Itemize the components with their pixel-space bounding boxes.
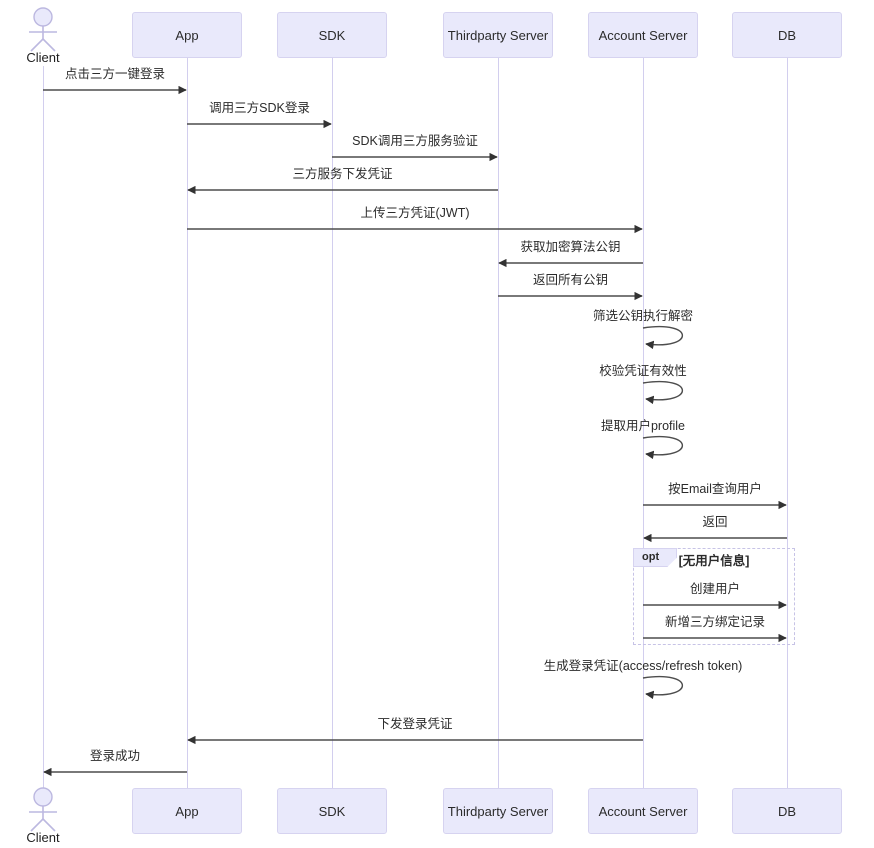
lifeline-db [786, 58, 788, 788]
message-label: 获取加密算法公钥 [520, 240, 621, 254]
opt-fragment [633, 548, 795, 645]
self-message-arrow [642, 381, 684, 405]
person-icon [29, 787, 57, 832]
participant-app-bottom: App [132, 788, 242, 834]
participant-tp-top: Thirdparty Server [443, 12, 553, 58]
participant-sdk-top: SDK [277, 12, 387, 58]
participant-acct-top: Account Server [588, 12, 698, 58]
message-label: 按Email查询用户 [668, 482, 762, 496]
actor-figure-client-top [13, 6, 73, 52]
self-message-label: 筛选公钥执行解密 [592, 309, 693, 323]
message-label: 新增三方绑定记录 [664, 615, 765, 629]
opt-fragment-label: opt [633, 548, 677, 567]
message-label: 创建用户 [689, 582, 740, 596]
lifeline-client [42, 66, 44, 788]
lifeline-tp [497, 58, 499, 788]
lifeline-app [186, 58, 188, 788]
person-icon [29, 7, 57, 52]
message-label: 下发登录凭证 [377, 717, 453, 731]
participant-tp-bottom: Thirdparty Server [443, 788, 553, 834]
message-label: 点击三方一键登录 [64, 67, 165, 81]
participant-db-bottom: DB [732, 788, 842, 834]
lifeline-sdk [331, 58, 333, 788]
participant-app-top: App [132, 12, 242, 58]
lifeline-acct [642, 58, 644, 788]
self-message-label: 校验凭证有效性 [599, 364, 687, 378]
actor-label-client-top: Client [26, 50, 60, 65]
self-message-label: 提取用户profile [600, 419, 686, 433]
actor-label-client-bottom: Client [26, 830, 60, 845]
participant-acct-bottom: Account Server [588, 788, 698, 834]
message-label: 返回 [702, 515, 728, 529]
message-label: 调用三方SDK登录 [209, 101, 310, 115]
message-label: 返回所有公钥 [532, 273, 608, 287]
actor-figure-client-bottom [13, 786, 73, 832]
self-message-arrow [642, 676, 684, 700]
self-message-arrow [642, 436, 684, 460]
self-message-label: 生成登录凭证(access/refresh token) [543, 659, 743, 673]
participant-sdk-bottom: SDK [277, 788, 387, 834]
message-label: 登录成功 [89, 749, 140, 763]
self-message-arrow [642, 326, 684, 350]
opt-fragment-guard: [无用户信息] [678, 554, 750, 568]
participant-db-top: DB [732, 12, 842, 58]
message-label: SDK调用三方服务验证 [352, 134, 478, 148]
message-label: 三方服务下发凭证 [292, 167, 393, 181]
message-label: 上传三方凭证(JWT) [360, 206, 470, 220]
